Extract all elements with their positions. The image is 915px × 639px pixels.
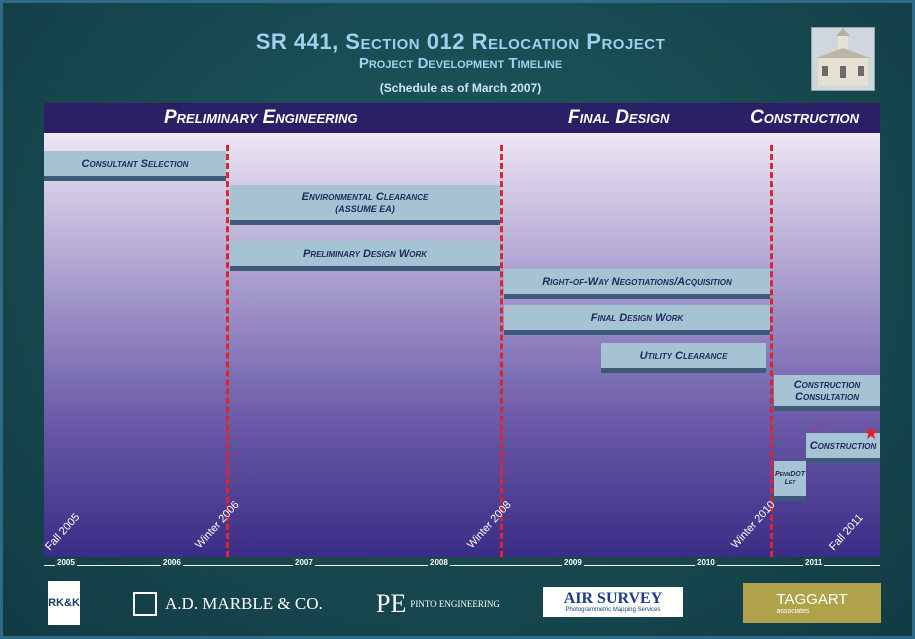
year-label: 2008	[428, 558, 450, 567]
task-bar: Utility Clearance	[601, 343, 766, 373]
milestone-label: Winter 2008	[465, 498, 514, 551]
star-icon: ★	[863, 423, 880, 443]
task-bar: Right-of-Way Negotiations/Acquisition	[504, 269, 770, 299]
task-bar: Construction	[806, 433, 880, 463]
page-title: SR 441, Section 012 Relocation Project	[255, 29, 666, 54]
milestone-line-winter-2010	[770, 145, 773, 557]
airsurvey-logo: AIR SURVEY Photogrammetric Mapping Servi…	[543, 587, 683, 617]
year-label: 2009	[562, 558, 584, 567]
year-label: 2007	[293, 558, 315, 567]
marble-mark-icon	[133, 592, 157, 616]
year-label: 2005	[55, 558, 77, 567]
year-axis	[44, 565, 880, 574]
timeline-chart: Preliminary Engineering Final Design Con…	[43, 103, 880, 557]
milestone-label: Fall 2005	[43, 511, 83, 553]
task-bar: Final Design Work	[504, 305, 770, 335]
task-bar: PennDOT Let	[774, 461, 806, 501]
year-label: 2010	[695, 558, 717, 567]
page-subtitle: Project Development Timeline	[358, 55, 563, 72]
milestone-line-winter-2008	[500, 145, 503, 557]
pinto-logo: PE PINTO ENGINEERING	[376, 589, 500, 618]
rkk-logo: RK&K	[48, 581, 80, 625]
phase-header: Preliminary Engineering Final Design Con…	[44, 103, 880, 133]
task-bar: Environmental Clearance(ASSUME EA)	[230, 185, 500, 225]
task-bar: Preliminary Design Work	[230, 241, 500, 271]
marble-logo: A.D. MARBLE & CO.	[133, 587, 323, 621]
year-label: 2006	[161, 558, 183, 567]
milestone-label: Winter 2006	[193, 498, 242, 551]
schedule-note: (Schedule as of March 2007)	[379, 81, 542, 95]
task-bar: Construction Consultation	[774, 375, 880, 411]
phase-final-design: Final Design	[568, 107, 670, 128]
milestone-line-winter-2006	[226, 145, 229, 557]
phase-construction: Construction	[750, 107, 860, 128]
phase-preliminary-engineering: Preliminary Engineering	[164, 107, 358, 128]
year-label: 2011	[803, 558, 825, 567]
milestone-label: Fall 2011	[827, 511, 866, 553]
courthouse-photo	[811, 27, 875, 91]
task-bar: Consultant Selection	[44, 151, 226, 181]
